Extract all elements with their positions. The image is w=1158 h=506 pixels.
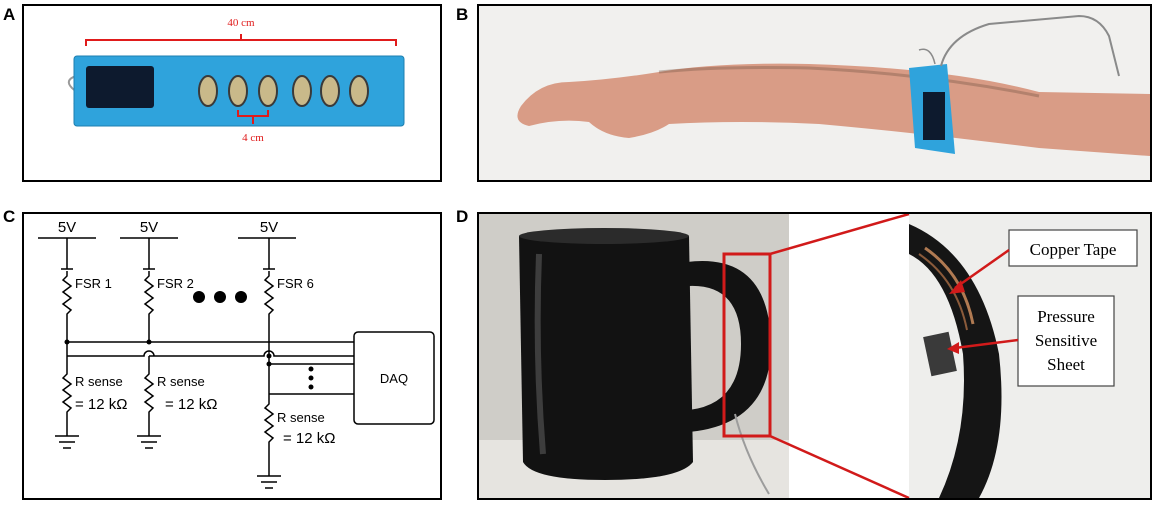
- fsr-label-6: FSR 6: [277, 276, 314, 291]
- rsense-label-6: R sense: [277, 410, 325, 425]
- fsr-label-1: FSR 1: [75, 276, 112, 291]
- black-mug: [519, 230, 693, 480]
- panel-a-band-photo: 40 cm 4 cm: [22, 4, 442, 182]
- pressure-sheet: [923, 331, 957, 377]
- rsense-value-6: = 12 kΩ: [283, 430, 336, 447]
- copper-tape: [924, 246, 975, 325]
- callout-pressure-line-3: Sheet: [1047, 355, 1085, 374]
- arm-illustration: [479, 6, 1150, 180]
- length-label: 40 cm: [227, 17, 255, 29]
- supply-label-3: 5V: [260, 219, 278, 236]
- forearm-and-hand: [517, 63, 1150, 156]
- fsr-label-2: FSR 2: [157, 276, 194, 291]
- zoom-box: [722, 252, 772, 438]
- zoomed-handle: [909, 224, 1002, 498]
- panel-letter-d: D: [456, 207, 469, 226]
- daq-box: [353, 331, 435, 425]
- callout-pressure-sheet: [1017, 295, 1115, 387]
- fsr-sensors: [198, 75, 369, 107]
- mug-illustration: Copper Tape Pressure Sensitive Sheet: [479, 214, 1150, 498]
- callout-copper-tape: [1008, 229, 1138, 267]
- panel-d-mug-photo: Copper Tape Pressure Sensitive Sheet: [477, 212, 1152, 500]
- callout-pressure-line-1: Pressure: [1037, 307, 1095, 326]
- panel-b-arm-photo: [477, 4, 1152, 182]
- ellipsis-dots: [193, 291, 314, 390]
- circuit-schematic: 5V 5V 5V FSR 1 FSR 2 FSR 6 R sense = 12 …: [38, 219, 435, 489]
- rsense-value-1: = 12 kΩ: [75, 396, 128, 413]
- panel-letter-a: A: [3, 5, 16, 24]
- panel-c-circuit: 5V 5V 5V FSR 1 FSR 2 FSR 6 R sense = 12 …: [22, 212, 442, 500]
- panel-letter-c: C: [3, 207, 16, 226]
- panel-letter-b: B: [456, 5, 469, 24]
- sensor-wires: [940, 14, 1120, 77]
- daq-label: DAQ: [380, 371, 408, 386]
- mug-handle: [687, 261, 771, 432]
- supply-label-2: 5V: [140, 219, 158, 236]
- velcro-strap: [86, 66, 154, 108]
- rsense-label-1: R sense: [75, 374, 123, 389]
- callout-copper-tape-text: Copper Tape: [1030, 240, 1117, 259]
- spacing-label: 4 cm: [242, 132, 264, 144]
- rsense-label-2: R sense: [157, 374, 205, 389]
- worn-velcro: [923, 92, 945, 140]
- band-illustration: 40 cm 4 cm: [24, 6, 440, 180]
- rsense-value-2: = 12 kΩ: [165, 396, 218, 413]
- supply-label-1: 5V: [58, 219, 76, 236]
- callout-pressure-line-2: Sensitive: [1035, 331, 1097, 350]
